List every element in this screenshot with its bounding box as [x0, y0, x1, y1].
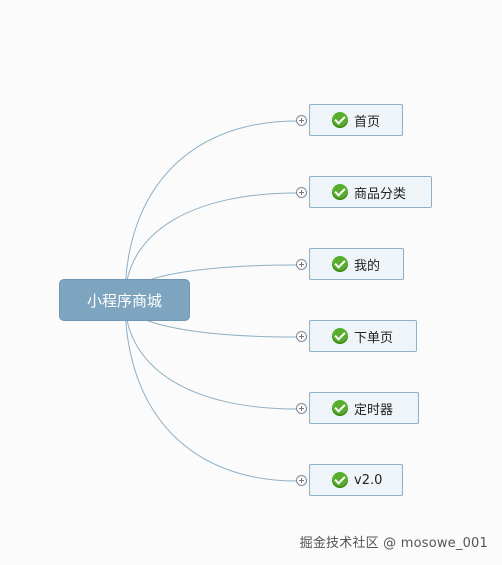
connector-line — [124, 192, 297, 301]
check-circle-icon — [332, 472, 348, 488]
plus-circle-icon[interactable] — [296, 187, 307, 198]
branch-topic-order[interactable]: 下单页 — [309, 320, 417, 352]
check-circle-icon — [332, 400, 348, 416]
connector-line — [124, 120, 297, 301]
branch-topic-categories[interactable]: 商品分类 — [309, 176, 432, 208]
branch-label: 我的 — [354, 258, 381, 274]
plus-circle-icon[interactable] — [296, 115, 307, 126]
branch-topic-home[interactable]: 首页 — [309, 104, 403, 136]
plus-circle-icon[interactable] — [296, 403, 307, 414]
branch-topic-timer[interactable]: 定时器 — [309, 392, 419, 424]
watermark-text: 掘金技术社区 @ mosowe_001 — [299, 536, 488, 551]
plus-circle-icon[interactable] — [296, 259, 307, 270]
central-topic-label: 小程序商城 — [86, 291, 162, 310]
central-topic[interactable]: 小程序商城 — [59, 279, 190, 321]
connector-line — [124, 299, 297, 410]
check-circle-icon — [332, 256, 348, 272]
check-circle-icon — [332, 328, 348, 344]
connector-line — [124, 299, 297, 482]
plus-circle-icon[interactable] — [296, 331, 307, 342]
plus-circle-icon[interactable] — [296, 475, 307, 486]
branch-topic-v2[interactable]: v2.0 — [309, 464, 403, 496]
branch-topic-mine[interactable]: 我的 — [309, 248, 404, 280]
branch-label: 商品分类 — [354, 186, 407, 202]
branch-label: 首页 — [354, 114, 381, 130]
check-circle-icon — [332, 184, 348, 200]
branch-label: v2.0 — [354, 472, 383, 488]
check-circle-icon — [332, 112, 348, 128]
branch-label: 定时器 — [354, 402, 394, 418]
branch-label: 下单页 — [354, 330, 394, 346]
